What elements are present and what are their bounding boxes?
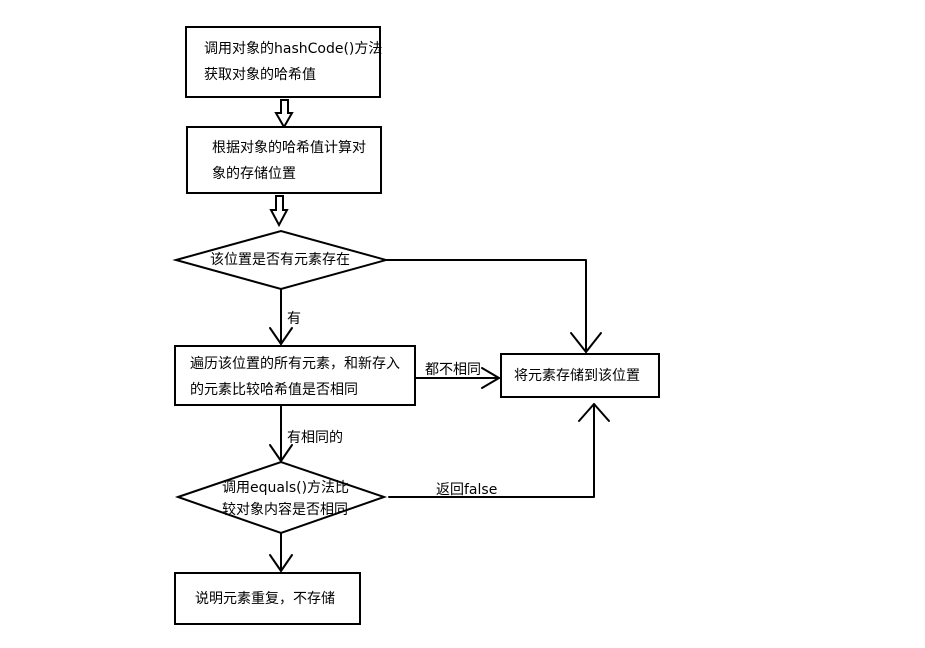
edge-true-head bbox=[269, 554, 293, 572]
edge-label-has: 有 bbox=[287, 311, 301, 327]
node-traverse-compare: 遍历该位置的所有元素，和新存入 的元素比较哈希值是否相同 bbox=[174, 345, 416, 406]
node-check-position-line-1: 该位置是否有元素存在 bbox=[210, 252, 350, 268]
edge-label-all-different: 都不相同 bbox=[425, 362, 481, 378]
node-call-equals: 调用equals()方法比 较对象内容是否相同 bbox=[222, 477, 349, 521]
hollow-arrow-1 bbox=[274, 99, 294, 130]
edge-return-false bbox=[388, 403, 595, 498]
node-traverse-line-2: 的元素比较哈希值是否相同 bbox=[190, 382, 358, 398]
decision-diamond-2 bbox=[174, 460, 388, 535]
edge-label-has-same: 有相同的 bbox=[287, 430, 343, 446]
node-call-equals-line-2: 较对象内容是否相同 bbox=[222, 502, 348, 518]
node-calc-position-line-1: 根据对象的哈希值计算对 bbox=[212, 140, 366, 156]
node-get-hash: 调用对象的hashCode()方法 获取对象的哈希值 bbox=[185, 26, 383, 98]
node-check-position: 该位置是否有元素存在 bbox=[210, 249, 350, 271]
edge-label-return-false: 返回false bbox=[436, 482, 498, 498]
edge-has-same-head bbox=[269, 444, 293, 462]
node-get-hash-line-1: 调用对象的hashCode()方法 bbox=[204, 41, 383, 57]
edge-has-head bbox=[269, 327, 293, 345]
edge-no-element-head bbox=[570, 332, 602, 353]
node-get-hash-line-2: 获取对象的哈希值 bbox=[204, 67, 316, 83]
node-calc-position: 根据对象的哈希值计算对 象的存储位置 bbox=[186, 126, 382, 194]
edge-return-false-head bbox=[578, 403, 610, 422]
hollow-arrow-2 bbox=[269, 195, 289, 228]
edge-all-different-head bbox=[481, 367, 500, 389]
node-store: 将元素存储到该位置 bbox=[500, 353, 660, 398]
node-call-equals-line-1: 调用equals()方法比 bbox=[222, 480, 350, 496]
node-traverse-line-1: 遍历该位置的所有元素，和新存入 bbox=[190, 356, 400, 372]
node-duplicate-line-1: 说明元素重复，不存储 bbox=[195, 591, 335, 607]
node-store-line-1: 将元素存储到该位置 bbox=[514, 368, 640, 384]
node-duplicate: 说明元素重复，不存储 bbox=[174, 572, 361, 625]
node-calc-position-line-2: 象的存储位置 bbox=[212, 166, 296, 182]
edge-no-element bbox=[385, 259, 587, 353]
